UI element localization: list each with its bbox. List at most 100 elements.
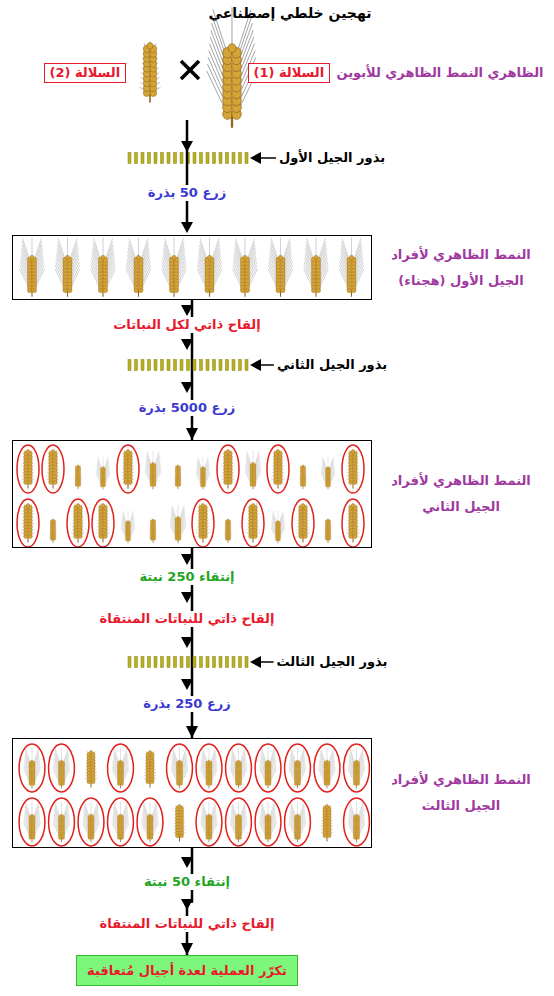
wheat-spike <box>201 748 218 788</box>
seed-mark <box>148 360 151 371</box>
arrow-head <box>181 339 193 350</box>
wheat-spike <box>85 750 98 788</box>
seed-mark <box>200 657 203 668</box>
wheat-spike <box>271 449 285 488</box>
seed-mark <box>213 360 216 371</box>
selection-circle <box>19 798 45 846</box>
arrow-head <box>181 141 193 152</box>
wheat-spike <box>346 503 360 542</box>
arrow-head <box>250 656 261 668</box>
seed-mark <box>135 657 138 668</box>
seed-mark <box>245 360 248 371</box>
selection-circle <box>108 744 134 792</box>
wheat-spike <box>19 237 44 297</box>
step-label: بذور الجيل الثاني <box>274 357 390 373</box>
seed-mark <box>135 360 138 371</box>
seed-mark <box>167 657 170 668</box>
arrow-head <box>181 305 193 316</box>
selection-circle <box>196 798 222 846</box>
seed-mark <box>141 153 144 164</box>
wheat-spike <box>96 457 110 490</box>
seed-mark <box>154 360 157 371</box>
seed-mark <box>206 153 209 164</box>
seed-mark <box>232 360 235 371</box>
seed-mark <box>154 153 157 164</box>
selection-circle <box>344 798 370 846</box>
seed-mark <box>219 657 222 668</box>
selection-circle <box>17 499 39 547</box>
wheat-spike <box>224 519 232 543</box>
seed-mark <box>245 657 248 668</box>
generation-panel: النمط الظاهري لأفراد الجيل الثالث <box>12 738 372 848</box>
label-group: النمط الظاهري لأفراد الجيل الثاني <box>386 468 536 520</box>
wheat-spike <box>324 519 332 543</box>
wheat-spike <box>145 451 161 490</box>
seed-mark <box>135 153 138 164</box>
seed-mark <box>226 657 229 668</box>
seed-mark <box>239 153 242 164</box>
wheat-spike <box>260 802 277 842</box>
seed-mark <box>154 657 157 668</box>
selection-circle <box>49 798 75 846</box>
seed-mark <box>167 360 170 371</box>
step-label: إلقاح ذاتي للنباتات المنتقاة <box>97 611 278 627</box>
wheat-spike <box>174 465 182 489</box>
wheat-spike <box>303 237 328 297</box>
seed-mark <box>213 153 216 164</box>
wheat-spike <box>196 457 210 490</box>
step-label: إلقاح ذاتي للنباتات المنتقاة <box>97 916 278 932</box>
wheat-spike <box>348 802 365 842</box>
wheat-spike <box>71 503 85 542</box>
selection-circle <box>137 798 163 846</box>
selection-circle <box>342 499 364 547</box>
seed-mark <box>226 153 229 164</box>
seed-mark <box>180 153 183 164</box>
wheat-spike <box>49 519 57 543</box>
seed-mark <box>167 153 170 164</box>
step-label: بذور الجيل الثالث <box>274 654 391 670</box>
wheat-spike <box>348 748 365 788</box>
seed-mark <box>174 360 177 371</box>
strain-tag: السلالة (1) <box>248 63 331 83</box>
seed-mark <box>148 153 151 164</box>
node-text: السلالة (1) <box>254 65 325 81</box>
wheat-spike <box>321 457 335 490</box>
selection-circle <box>108 798 134 846</box>
wheat-spike <box>55 237 80 297</box>
selection-circle <box>255 798 281 846</box>
step-label: زرع 250 بذرة <box>140 696 234 712</box>
selection-circle <box>117 445 139 493</box>
selection-circle <box>267 445 289 493</box>
selection-circle <box>17 445 39 493</box>
generation-panel: النمط الظاهري لأفراد الجيل الأول (هجناء) <box>12 235 372 300</box>
wheat-spike <box>149 519 157 543</box>
arrow-head <box>181 592 193 603</box>
wheat-spike <box>24 802 41 842</box>
selection-circle <box>67 499 89 547</box>
seed-mark <box>187 657 190 668</box>
wheat-spike <box>296 503 310 542</box>
wheat-spike <box>201 802 218 842</box>
generation-label: النمط الظاهري لأفراد الجيل الأول (هجناء) <box>386 242 536 294</box>
wheat-spike <box>289 802 306 842</box>
wheat-spike <box>245 451 261 490</box>
seed-mark <box>180 360 183 371</box>
wheat-spike <box>142 802 159 842</box>
seed-mark <box>141 360 144 371</box>
seed-mark <box>200 360 203 371</box>
step-label: إلقاح ذاتي لكل النباتات <box>110 317 263 333</box>
wheat-spike <box>197 237 222 297</box>
wheat-spike <box>339 237 364 297</box>
cross-symbol <box>181 61 199 79</box>
seed-mark <box>174 153 177 164</box>
wheat-spike <box>173 804 186 842</box>
seed-mark <box>148 657 151 668</box>
generation-label: النمط الظاهري لأفراد الجيل الثالث <box>386 767 536 819</box>
wheat-spike <box>112 748 129 788</box>
arrow-head <box>181 679 193 690</box>
wheat-spike <box>230 748 247 788</box>
selection-circle <box>167 744 193 792</box>
wheat-spike <box>83 802 100 842</box>
wheat-spike <box>161 237 186 297</box>
selection-circle <box>292 499 314 547</box>
